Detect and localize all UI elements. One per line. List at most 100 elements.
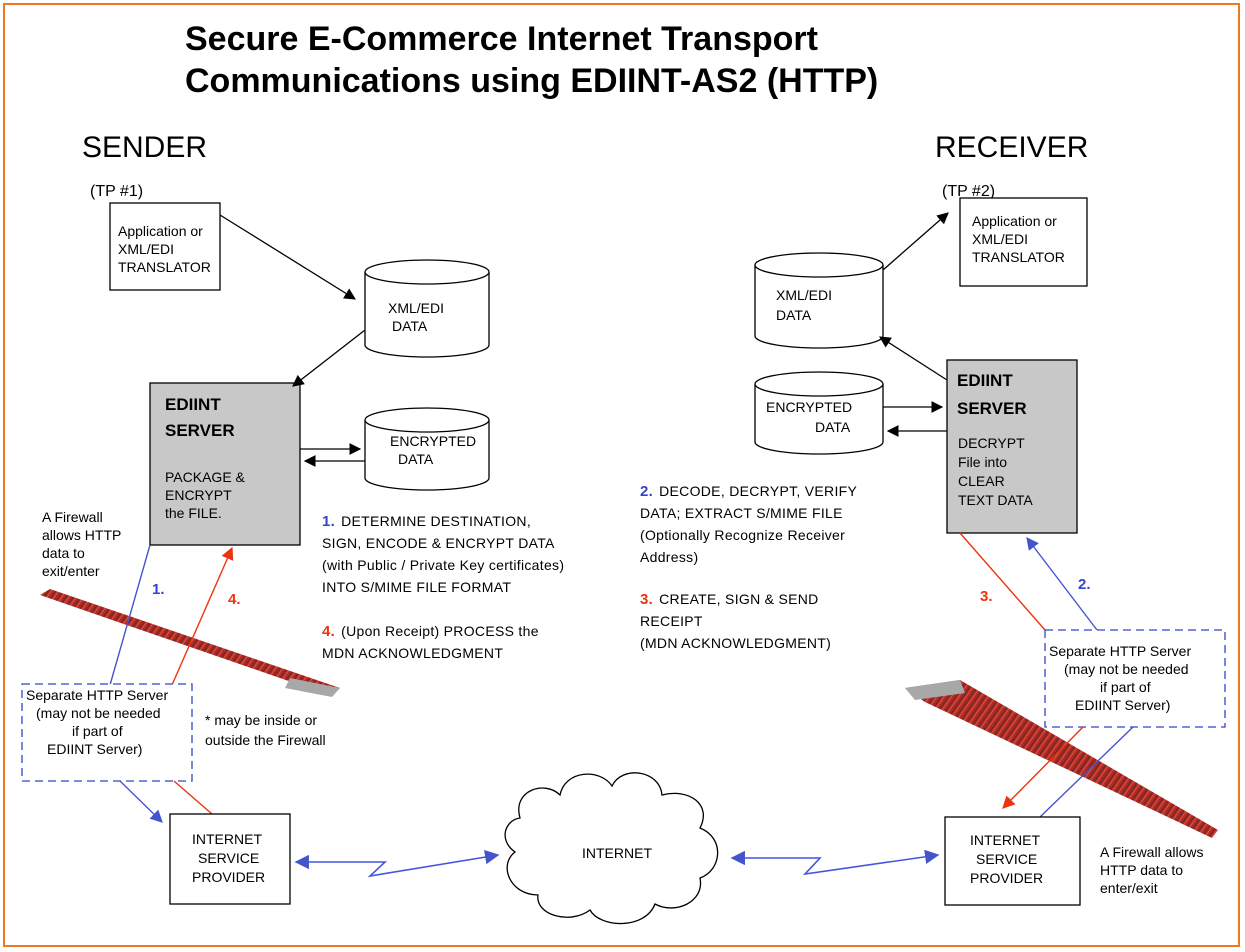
sender-ediint-server: EDIINT SERVER PACKAGE & ENCRYPT the FILE…: [149, 382, 301, 546]
sender-tp: (TP #1): [90, 183, 143, 200]
sender-flow-line-1: [109, 544, 151, 686]
svg-text:data to: data to: [42, 545, 85, 561]
sender-http-server-box: Separate HTTP Server (may not be needed …: [21, 683, 193, 782]
svg-text:Application or: Application or: [972, 213, 1057, 229]
sender-flow-num-1: 1.: [152, 581, 165, 598]
svg-text:XML/EDI: XML/EDI: [118, 241, 174, 257]
svg-text:the FILE.: the FILE.: [165, 505, 222, 521]
svg-text:Application or: Application or: [118, 223, 203, 239]
receiver-http-server-box: Separate HTTP Server (may not be needed …: [1044, 629, 1226, 728]
svg-text:DATA: DATA: [392, 318, 428, 334]
svg-text:RECEIPT: RECEIPT: [640, 613, 703, 629]
svg-text:A Firewall: A Firewall: [42, 509, 103, 525]
svg-text:XML/EDI: XML/EDI: [776, 287, 832, 303]
svg-text:EDIINT: EDIINT: [165, 395, 221, 414]
link-internet-receiver-isp: [730, 849, 940, 876]
sender-flow-num-4: 4.: [228, 591, 241, 608]
svg-text:DATA: DATA: [776, 307, 812, 323]
arrow-xml-to-app: [882, 212, 949, 271]
svg-text:Address): Address): [640, 549, 698, 565]
svg-text:(may not be needed: (may not be needed: [1064, 661, 1189, 677]
arrow-xml-to-server: [292, 329, 366, 387]
svg-text:HTTP data to: HTTP data to: [1100, 862, 1183, 878]
svg-text:DATA: DATA: [398, 451, 434, 467]
svg-text:A Firewall allows: A Firewall allows: [1100, 844, 1203, 860]
svg-text:Separate HTTP Server: Separate HTTP Server: [1049, 643, 1191, 659]
receiver-isp-box: INTERNET SERVICE PROVIDER: [944, 816, 1081, 906]
sender-isp-box: INTERNET SERVICE PROVIDER: [169, 813, 291, 905]
svg-text:INTERNET: INTERNET: [970, 832, 1040, 848]
svg-text:EDIINT Server): EDIINT Server): [1075, 697, 1170, 713]
svg-text:outside the Firewall: outside the Firewall: [205, 732, 326, 748]
svg-text:(with Public / Private Key cer: (with Public / Private Key certificates): [322, 557, 564, 573]
svg-text:XML/EDI: XML/EDI: [972, 231, 1028, 247]
title-line-1: Secure E-Commerce Internet Transport: [185, 20, 818, 58]
svg-text:Separate HTTP Server: Separate HTTP Server: [26, 687, 168, 703]
svg-text:EDIINT: EDIINT: [957, 371, 1013, 390]
svg-text:if part of: if part of: [72, 723, 123, 739]
receiver-firewall-note: A Firewall allows HTTP data to enter/exi…: [1100, 844, 1203, 896]
sender-flow-arrow-4: [171, 546, 234, 686]
receiver-ediint-server: EDIINT SERVER DECRYPT File into CLEAR TE…: [946, 359, 1078, 534]
receiver-flow-arrow-2: [1026, 536, 1098, 631]
svg-text:ENCRYPTED: ENCRYPTED: [766, 399, 852, 415]
svg-text:allows HTTP: allows HTTP: [42, 527, 121, 543]
svg-text:TRANSLATOR: TRANSLATOR: [118, 259, 211, 275]
svg-text:2.DECODE, DECRYPT, VERIFY: 2.DECODE, DECRYPT, VERIFY: [640, 483, 857, 500]
receiver-tp: (TP #2): [942, 183, 995, 200]
svg-text:* may be inside or: * may be inside or: [205, 712, 317, 728]
sender-heading: SENDER: [82, 131, 207, 164]
svg-text:ENCRYPTED: ENCRYPTED: [390, 433, 476, 449]
svg-text:PACKAGE &: PACKAGE &: [165, 469, 246, 485]
svg-text:INTO S/MIME FILE FORMAT: INTO S/MIME FILE FORMAT: [322, 579, 511, 595]
sender-firewall-position-note: * may be inside or outside the Firewall: [205, 712, 326, 748]
receiver-flow-num-3: 3.: [980, 588, 993, 605]
svg-text:CLEAR: CLEAR: [958, 473, 1005, 489]
arrow-app-to-xml: [219, 214, 356, 300]
sender-xml-data-cylinder: XML/EDI DATA: [364, 259, 490, 358]
svg-text:exit/enter: exit/enter: [42, 563, 100, 579]
arrow-http-to-isp-r: [1002, 726, 1084, 809]
svg-text:PROVIDER: PROVIDER: [970, 870, 1043, 886]
svg-text:(may not be needed: (may not be needed: [36, 705, 161, 721]
svg-text:INTERNET: INTERNET: [192, 831, 262, 847]
receiver-xml-data-cylinder: XML/EDI DATA: [754, 252, 884, 349]
svg-text:SERVICE: SERVICE: [976, 851, 1037, 867]
line-isp-to-http: [173, 780, 213, 815]
receiver-flow-num-2: 2.: [1078, 576, 1091, 593]
svg-text:DATA: DATA: [815, 419, 851, 435]
svg-text:if part of: if part of: [1100, 679, 1151, 695]
title-line-2: Communications using EDIINT-AS2 (HTTP): [185, 62, 878, 100]
svg-text:EDIINT Server): EDIINT Server): [47, 741, 142, 757]
arrow-server-to-xml: [879, 336, 948, 381]
svg-text:SERVER: SERVER: [957, 399, 1027, 418]
receiver-firewall-bar: [905, 680, 1218, 838]
receiver-app-box: Application or XML/EDI TRANSLATOR: [959, 197, 1088, 287]
svg-text:XML/EDI: XML/EDI: [388, 300, 444, 316]
link-sender-isp-internet: [294, 849, 500, 878]
receiver-heading: RECEIVER: [935, 131, 1088, 164]
sender-encrypted-data-cylinder: ENCRYPTED DATA: [364, 407, 490, 491]
svg-text:enter/exit: enter/exit: [1100, 880, 1158, 896]
svg-text:SERVER: SERVER: [165, 421, 235, 440]
svg-text:DATA; EXTRACT S/MIME FILE: DATA; EXTRACT S/MIME FILE: [640, 505, 843, 521]
svg-text:1.DETERMINE DESTINATION,: 1.DETERMINE DESTINATION,: [322, 513, 531, 530]
sender-app-box: Application or XML/EDI TRANSLATOR: [109, 202, 221, 291]
svg-text:3.CREATE, SIGN & SEND: 3.CREATE, SIGN & SEND: [640, 591, 819, 608]
internet-cloud: INTERNET: [504, 772, 719, 925]
svg-text:SIGN, ENCODE & ENCRYPT DATA: SIGN, ENCODE & ENCRYPT DATA: [322, 535, 555, 551]
arrow-http-to-isp: [119, 780, 163, 823]
svg-text:4.(Upon Receipt) PROCESS the: 4.(Upon Receipt) PROCESS the: [322, 623, 539, 640]
svg-text:TEXT DATA: TEXT DATA: [958, 492, 1033, 508]
svg-text:ENCRYPT: ENCRYPT: [165, 487, 232, 503]
svg-text:DECRYPT: DECRYPT: [958, 435, 1025, 451]
svg-text:SERVICE: SERVICE: [198, 850, 259, 866]
steps-receiver: 2.DECODE, DECRYPT, VERIFY DATA; EXTRACT …: [640, 483, 857, 651]
svg-text:(Optionally Recognize Receiver: (Optionally Recognize Receiver: [640, 527, 845, 543]
steps-sender: 1.DETERMINE DESTINATION, SIGN, ENCODE & …: [322, 513, 564, 661]
line-isp-to-http-r: [1039, 726, 1134, 818]
svg-text:PROVIDER: PROVIDER: [192, 869, 265, 885]
receiver-flow-line-3: [959, 532, 1046, 631]
svg-text:INTERNET: INTERNET: [582, 845, 652, 861]
